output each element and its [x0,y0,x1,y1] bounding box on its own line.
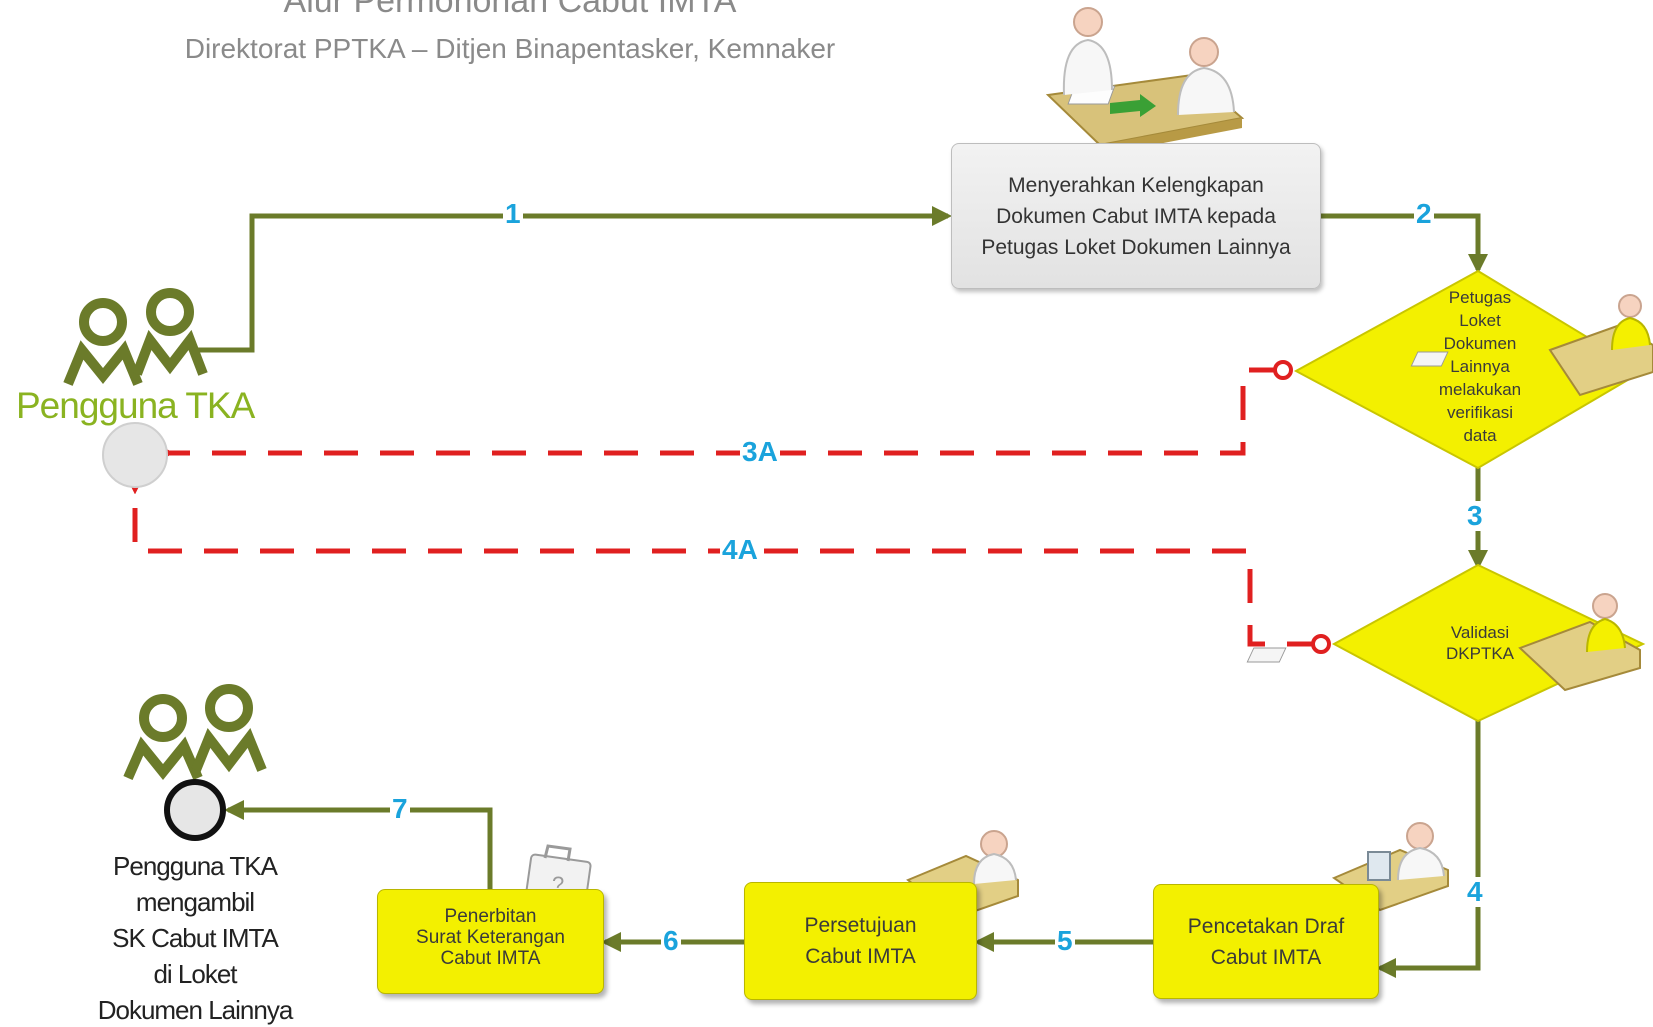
flow-line-1 [190,206,952,353]
flow-line-2 [1321,213,1488,274]
process-label: Pencetakan Draf Cabut IMTA [1187,914,1345,969]
process-issuance: Penerbitan Surat Keterangan Cabut IMTA [377,889,604,994]
diagram-title: Alur Permohonan Cabut IMTA [283,0,737,20]
decision-validate-label: Validasi DKPTKA [1445,623,1515,663]
person-at-desk-icon [1410,294,1653,397]
reject-origin-3a [1273,360,1293,380]
flow-line-4 [1376,720,1481,978]
person-at-desk-icon [1246,593,1641,692]
step-number-5: 5 [1055,925,1075,956]
flow-line-7 [224,800,493,889]
step-number-3a: 3A [740,436,780,467]
process-label: Penerbitan Surat Keterangan Cabut IMTA [416,906,565,969]
actor-end-label: Pengguna TKA mengambil SK Cabut IMTA di … [97,851,294,1025]
step-number-4a: 4A [720,534,760,565]
reject-line-4a [135,490,1321,647]
process-approval: Persetujuan Cabut IMTA [744,882,977,1000]
reject-line-3a [170,367,1283,453]
users-icon [123,684,267,781]
step-number-4: 4 [1465,876,1485,907]
actor-start-label: Pengguna TKA [16,385,255,426]
process-label: Menyerahkan Kelengkapan Dokumen Cabut IM… [981,173,1291,259]
step-number-6: 6 [661,925,681,956]
step-number-2: 2 [1414,198,1434,229]
end-node [164,779,226,841]
step-number-3: 3 [1465,500,1485,531]
diagram-subtitle: Direktorat PPTKA – Ditjen Binapentasker,… [184,33,836,64]
decision-verify-label: Petugas Loket Dokumen Lainnya melakukan … [1438,288,1522,445]
handover-desk-icon [1045,7,1245,155]
process-print-draft: Pencetakan Draf Cabut IMTA [1153,884,1379,999]
step-number-7: 7 [390,793,410,824]
start-node [102,422,168,488]
process-label: Persetujuan Cabut IMTA [804,914,917,968]
process-submit-documents: Menyerahkan Kelengkapan Dokumen Cabut IM… [951,143,1321,289]
decision-validate [1331,563,1646,723]
step-number-1: 1 [503,198,523,229]
users-icon [63,288,208,386]
reject-origin-4a [1311,634,1331,654]
